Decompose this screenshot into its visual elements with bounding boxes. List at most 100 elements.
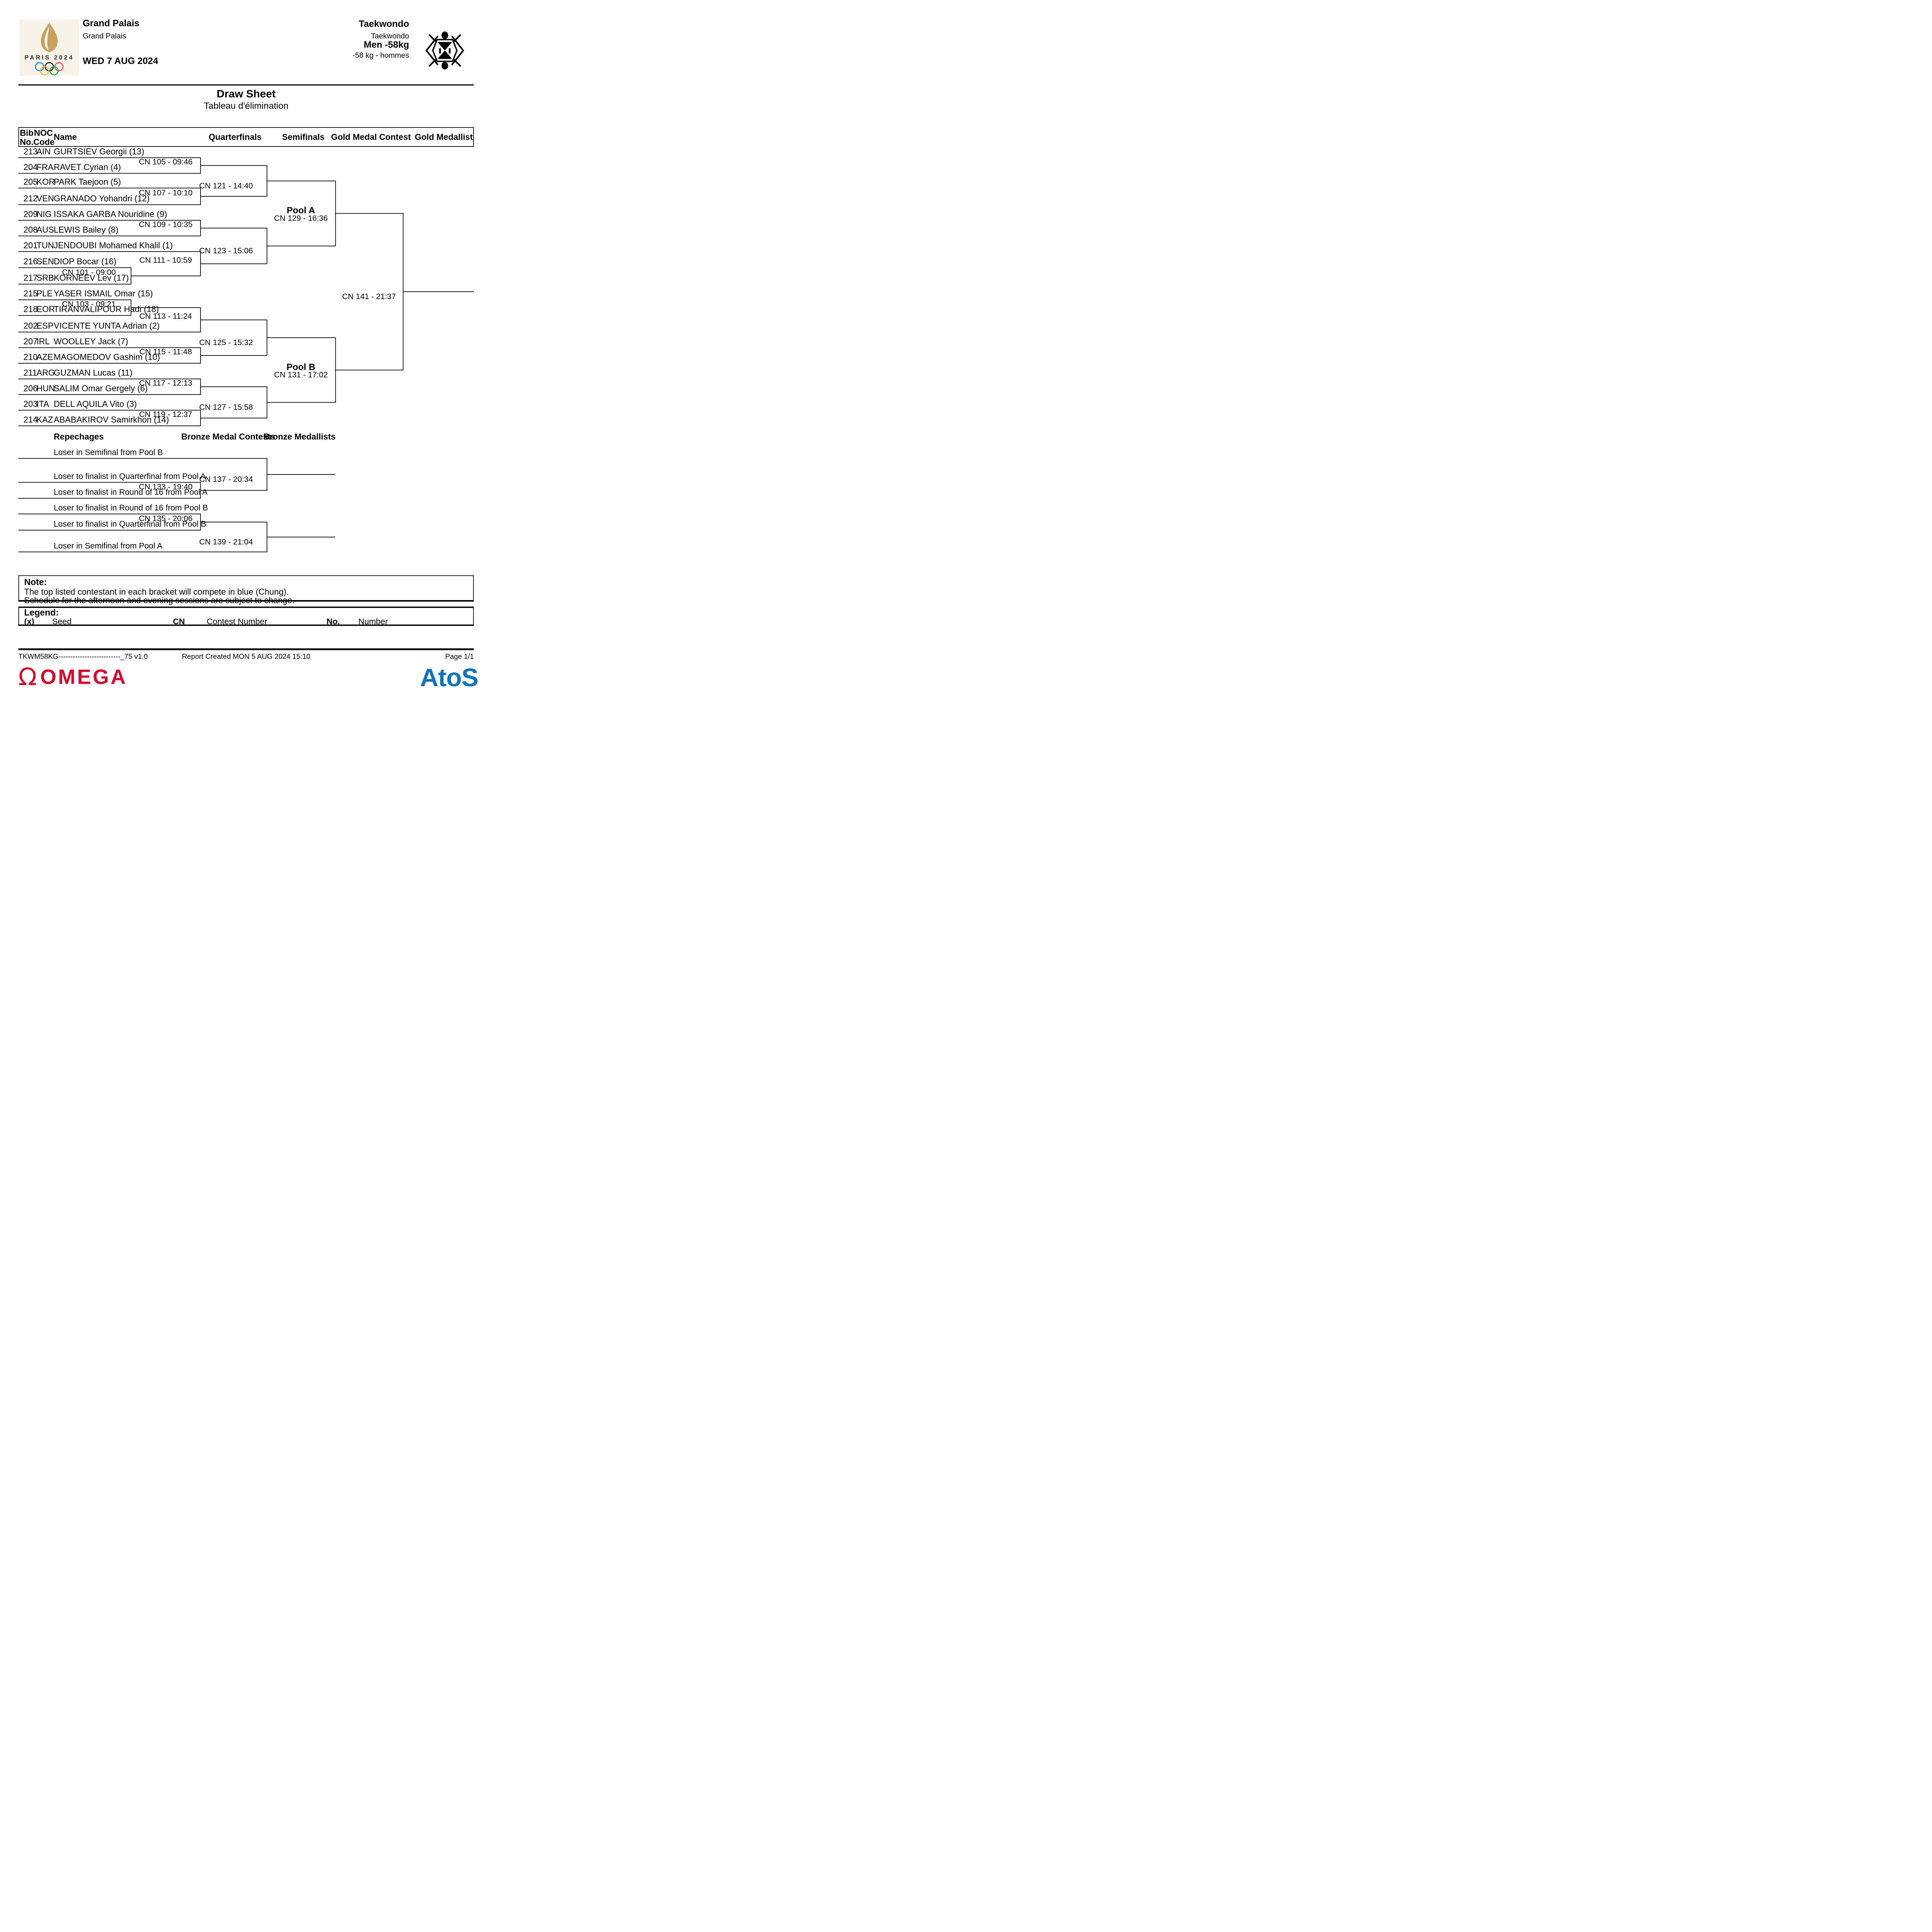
venue-title: Grand Palais xyxy=(83,18,139,29)
athlete-bib: 215 xyxy=(23,289,38,298)
bracket-out-line xyxy=(200,490,267,491)
repechage-line xyxy=(18,530,200,531)
repechage-line xyxy=(18,498,200,499)
athlete-name: GRANADO Yohandri (12) xyxy=(54,193,150,203)
legend-key-no: No. xyxy=(327,617,340,626)
athlete-noc: AUS xyxy=(36,224,54,235)
column-header-noc: NOC Code xyxy=(33,128,55,147)
contest-label-cn113: CN 113 - 11:24 xyxy=(139,311,192,321)
bracket-out-line xyxy=(267,337,335,338)
column-header-gold-medallist: Gold Medallist xyxy=(415,132,473,142)
paris2024-logo: PARIS 2024 xyxy=(19,19,79,76)
contest-label-cn141: CN 141 - 21:37 xyxy=(342,292,396,301)
athlete-name: LEWIS Bailey (8) xyxy=(54,224,119,235)
draw-sheet-page: PARIS 2024 Grand Palais Grand Palais WED… xyxy=(0,0,492,696)
athlete-bib: 203 xyxy=(23,399,38,409)
atos-logo: AtoS xyxy=(420,663,479,692)
pool-label-pool_a: Pool A xyxy=(286,205,315,215)
column-header-semifinals: Semifinals xyxy=(282,132,325,142)
bracket-out-line xyxy=(267,245,335,247)
repechage-line xyxy=(18,551,267,553)
bracket-out-line xyxy=(200,228,267,229)
taekwondo-pictogram-icon xyxy=(425,31,464,70)
athlete-line xyxy=(18,347,200,348)
athlete-noc: VEN xyxy=(36,193,54,203)
header-rule xyxy=(18,84,474,86)
athlete-name: VICENTE YUNTA Adrian (2) xyxy=(54,321,160,331)
athlete-bib: 212 xyxy=(23,193,38,203)
bronze-medallists-title: Bronze Medallists xyxy=(263,432,336,442)
athlete-name: YASER ISMAIL Omar (15) xyxy=(54,289,153,298)
bracket-out-line xyxy=(131,307,200,308)
page-title: Draw Sheet xyxy=(216,87,276,100)
contest-label-cn117: CN 117 - 12:13 xyxy=(139,378,192,388)
athlete-bib: 216 xyxy=(23,256,38,266)
repechage-entry: Loser to finalist in Quarterfinal from P… xyxy=(54,471,206,481)
athlete-line xyxy=(18,363,200,364)
legend-label-seed: Seed xyxy=(52,617,72,626)
contest-label-cn137: CN 137 - 20:34 xyxy=(199,474,253,484)
contest-label-cn111: CN 111 - 10:59 xyxy=(139,255,192,265)
athlete-name: MAGOMEDOV Gashim (10) xyxy=(54,352,160,362)
paris2024-wordmark: PARIS 2024 xyxy=(24,54,74,61)
bracket-out-line xyxy=(200,165,267,166)
flame-icon xyxy=(41,22,58,52)
athlete-noc: FRA xyxy=(36,162,54,172)
athlete-name: ISSAKA GARBA Nouridine (9) xyxy=(54,209,167,219)
athlete-name: KORNEEV Lev (17) xyxy=(54,273,129,283)
event-title: Men -58kg xyxy=(364,39,409,50)
bronze-medal-contests-title: Bronze Medal Contests xyxy=(181,432,276,442)
athlete-bib: 213 xyxy=(23,146,38,156)
athlete-noc: SRB xyxy=(36,273,54,283)
athlete-bib: 202 xyxy=(23,321,38,331)
legend-label-no: Number xyxy=(358,617,388,626)
note-line-2: Schedule for the afternoon and evening s… xyxy=(24,595,295,605)
athlete-name: JENDOUBI Mohamed Khalil (1) xyxy=(54,240,173,250)
athlete-bib: 208 xyxy=(23,224,38,235)
bracket-out-line xyxy=(267,474,335,475)
contest-label-cn109: CN 109 - 10:35 xyxy=(139,220,193,229)
legend-title: Legend: xyxy=(24,607,59,617)
athlete-line xyxy=(18,284,131,285)
athlete-line xyxy=(18,187,200,189)
athlete-bib: 207 xyxy=(23,336,38,346)
athlete-line xyxy=(18,332,200,333)
athlete-bib: 201 xyxy=(23,240,38,250)
athlete-bib: 204 xyxy=(23,162,38,172)
repechage-entry: Loser to finalist in Round of 16 from Po… xyxy=(54,503,208,512)
athlete-name: SALIM Omar Gergely (6) xyxy=(54,383,148,393)
athlete-name: RAVET Cyrian (4) xyxy=(54,162,121,172)
note-box xyxy=(18,575,474,602)
athlete-noc: ARG xyxy=(36,367,55,378)
athlete-line xyxy=(18,251,200,252)
contest-label-cn121: CN 121 - 14:40 xyxy=(199,181,253,190)
athlete-name: ABABAKIROV Samirkhon (14) xyxy=(54,415,169,424)
contest-label-cn127: CN 127 - 15:58 xyxy=(199,403,253,412)
contest-label-cn133: CN 133 - 19:40 xyxy=(139,482,193,491)
footer-report-created: Report Created MON 5 AUG 2024 15:10 xyxy=(182,652,311,660)
column-header-name: Name xyxy=(54,132,77,142)
repechage-entry: Loser in Semifinal from Pool B xyxy=(54,447,163,457)
omega-symbol-icon: Ω xyxy=(18,662,37,691)
event-title-fr: -58 kg - hommes xyxy=(352,51,409,60)
athlete-line xyxy=(18,425,200,426)
athlete-bib: 218 xyxy=(23,304,38,314)
athlete-noc: KOR xyxy=(36,177,55,187)
contest-label-cn115: CN 115 - 11:48 xyxy=(139,347,192,356)
footer-doc-code: TKWM58KG--------------------------_75 v1… xyxy=(18,652,148,660)
contest-label-cn105: CN 105 - 09:46 xyxy=(139,157,193,166)
pool-label-pool_b: Pool B xyxy=(286,362,315,372)
contest-label-cn135: CN 135 - 20:06 xyxy=(139,514,193,523)
athlete-noc: TUN xyxy=(36,240,54,250)
footer-page-number: Page 1/1 xyxy=(445,652,474,660)
athlete-noc: ITA xyxy=(36,399,49,409)
legend-label-cn: Contest Number xyxy=(207,617,267,626)
athlete-bib: 211 xyxy=(23,367,37,378)
athlete-noc: EOR xyxy=(36,304,55,314)
athlete-name: GURTSIEV Georgii (13) xyxy=(54,146,145,156)
contest-label-cn129: CN 129 - 16:36 xyxy=(274,214,328,223)
athlete-bib: 205 xyxy=(23,177,38,187)
athlete-noc: PLE xyxy=(36,289,53,298)
athlete-noc: HUN xyxy=(36,383,55,393)
sport-title: Taekwondo xyxy=(359,18,409,29)
